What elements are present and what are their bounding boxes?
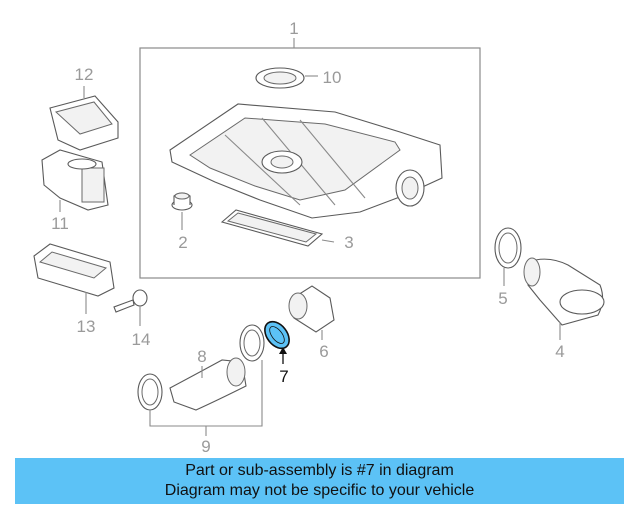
callout-9: 9: [201, 437, 210, 456]
callout-14: 14: [132, 330, 151, 349]
banner-line-1: Part or sub-assembly is #7 in diagram: [185, 462, 454, 479]
callout-12: 12: [75, 65, 94, 84]
part-2-grommet[interactable]: [171, 192, 193, 230]
info-banner: Part or sub-assembly is #7 in diagram Di…: [15, 458, 624, 504]
callout-8: 8: [197, 347, 206, 366]
part-6-sensor[interactable]: [288, 285, 335, 340]
banner-line-2: Diagram may not be specific to your vehi…: [164, 482, 475, 499]
part-1-engine-cover[interactable]: [169, 103, 443, 219]
part-11-housing[interactable]: [41, 149, 109, 212]
part-3-filter[interactable]: [220, 209, 335, 247]
callout-3: 3: [344, 233, 353, 252]
part-7-seal[interactable]: [260, 317, 294, 364]
callout-10: 10: [323, 68, 342, 87]
part-9-hose-assembly[interactable]: [137, 324, 265, 436]
callout-1: 1: [289, 19, 298, 38]
part-12-cover[interactable]: [49, 86, 119, 151]
callout-11: 11: [51, 214, 69, 233]
callout-7: 7: [279, 367, 288, 386]
part-13-duct[interactable]: [33, 243, 115, 314]
part-10-emblem[interactable]: [255, 67, 318, 89]
callout-4: 4: [555, 342, 564, 361]
part-5-clamp[interactable]: [494, 227, 522, 286]
callout-13: 13: [77, 317, 96, 336]
callout-2: 2: [178, 233, 187, 252]
part-8-hose[interactable]: [169, 357, 247, 411]
callout-6: 6: [319, 342, 328, 361]
assembly-box: [139, 47, 481, 279]
part-4-hose[interactable]: [523, 257, 605, 340]
part-14-bolt[interactable]: [113, 289, 148, 326]
callout-5: 5: [498, 289, 507, 308]
